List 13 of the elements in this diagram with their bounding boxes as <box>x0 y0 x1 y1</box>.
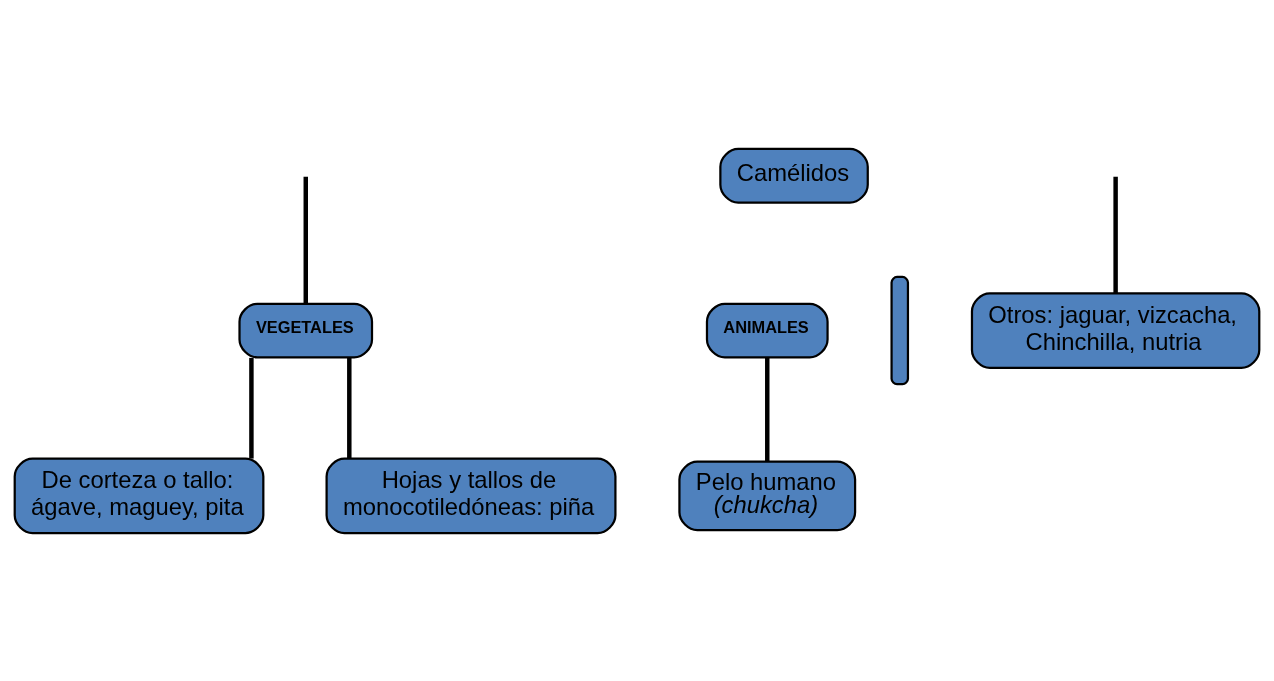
node-box: VEGETALES <box>238 302 374 358</box>
connector <box>1113 176 1118 293</box>
connector <box>249 357 254 459</box>
node-box: Otros: jaguar, vizcacha, Chinchilla, nutria <box>970 291 1261 369</box>
node-box: Camélidos <box>719 147 869 204</box>
node-box: De corteza o tallo: ágave, maguey, pita <box>13 457 265 534</box>
node-box: Hojas y tallos de monocotiledóneas: piña <box>325 457 617 534</box>
connector <box>765 357 770 461</box>
connector <box>347 357 352 459</box>
node-box <box>890 275 910 385</box>
node-box: Pelo humano (chukcha) <box>678 459 857 531</box>
node-box: ANIMALES <box>705 302 829 358</box>
connector <box>303 176 308 303</box>
